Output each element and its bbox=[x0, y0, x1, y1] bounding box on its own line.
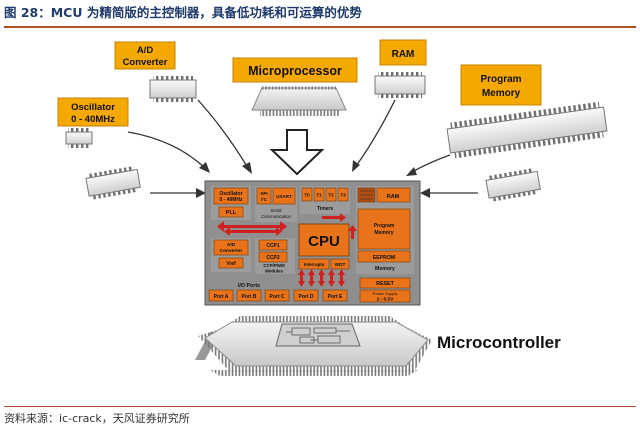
chip-program-memory-line1: Program bbox=[374, 223, 395, 229]
adc-callout-line1: A/D bbox=[137, 45, 154, 56]
chip-ccp1: CCP1 bbox=[266, 243, 280, 249]
chip-port-e: Port E bbox=[328, 294, 343, 300]
chip-cpu: CPU bbox=[308, 233, 340, 250]
chip-port-c: Port C bbox=[270, 294, 285, 300]
chip-serial-line2: Communication bbox=[261, 214, 291, 219]
oscillator-callout: Oscillator 0 - 40MHz bbox=[57, 97, 129, 127]
microprocessor-callout-label: Microprocessor bbox=[248, 64, 342, 78]
chip-pll: PLL bbox=[226, 210, 237, 216]
adc-callout-line2: Converter bbox=[123, 57, 168, 68]
chip-timer-t2: T2 bbox=[328, 193, 334, 198]
chip-ccp2: CCP2 bbox=[266, 255, 280, 261]
chip-memory-label: Memory bbox=[375, 266, 395, 272]
chip-timer-t0: T0 bbox=[304, 193, 310, 198]
chip-spi-line2: I²C bbox=[261, 197, 268, 202]
source-rule bbox=[4, 406, 636, 407]
chip-adc-line1: A/D bbox=[227, 242, 236, 248]
ram-chip-icon bbox=[374, 72, 426, 98]
program-memory-chip-icon bbox=[446, 101, 608, 159]
chip-power-line1: Power Supply bbox=[373, 291, 398, 296]
microcontroller-chip-icon bbox=[195, 316, 432, 376]
chip-timers-label: Timers bbox=[317, 206, 334, 212]
ram-callout: RAM bbox=[379, 39, 427, 66]
chip-ports: Port A Port B Port C Port D Port E bbox=[208, 289, 348, 302]
generic-chip-right-icon bbox=[485, 168, 541, 202]
chip-port-d: Port D bbox=[299, 294, 314, 300]
microcontroller-label: Microcontroller bbox=[437, 333, 561, 352]
chip-port-a: Port A bbox=[214, 294, 229, 300]
arrow-from-oscillator bbox=[127, 131, 206, 169]
chip-vref: Vref bbox=[226, 261, 236, 267]
chip-timer-blocks: T0 T1 T2 T3 bbox=[301, 187, 349, 202]
figure-title: 图 28：MCU 为精简版的主控制器，具备低功耗和可运算的优势 bbox=[4, 5, 362, 20]
down-arrow-icon bbox=[269, 129, 325, 176]
oscillator-chip-icon bbox=[65, 128, 93, 148]
title-rule bbox=[4, 26, 636, 28]
chip-spi-line1: SPI bbox=[260, 191, 267, 196]
input-arrows bbox=[127, 99, 478, 198]
chip-oscillator-line1: Oscillator bbox=[219, 191, 242, 197]
chip-usart: USART bbox=[276, 194, 292, 199]
microprocessor-chip-icon bbox=[251, 86, 347, 116]
oscillator-callout-line1: Oscillator bbox=[71, 102, 115, 113]
arrow-from-adc bbox=[197, 99, 249, 169]
ram-callout-label: RAM bbox=[392, 49, 415, 60]
chip-port-b: Port B bbox=[242, 294, 257, 300]
mcu-block-diagram: Oscillator 0 - 40MHz PLL SPI I²C USART S… bbox=[204, 180, 421, 306]
chip-oscillator-line2: 0 - 40MHz bbox=[219, 197, 243, 203]
adc-callout: A/D Converter bbox=[114, 41, 176, 70]
chip-ccp-line2: Modules bbox=[265, 269, 283, 274]
chip-interrupts: Interrupts bbox=[304, 262, 325, 267]
chip-wdt: WDT bbox=[335, 262, 346, 268]
chip-timer-t3: T3 bbox=[340, 193, 346, 198]
adc-chip-icon bbox=[149, 76, 197, 102]
chip-eeprom: EEPROM bbox=[373, 255, 395, 261]
program-memory-callout: Program Memory bbox=[460, 64, 542, 106]
chip-ram: RAM bbox=[387, 194, 400, 200]
program-memory-callout-line1: Program bbox=[480, 74, 521, 85]
arrow-from-ram bbox=[355, 99, 396, 167]
chip-program-memory-line2: Memory bbox=[374, 230, 393, 236]
arrow-from-program-memory bbox=[411, 154, 451, 173]
chip-ccp-line1: CCP/PWM bbox=[263, 263, 285, 268]
chip-bus-arrows bbox=[217, 213, 357, 287]
oscillator-callout-line2: 0 - 40MHz bbox=[71, 114, 115, 125]
microprocessor-callout: Microprocessor bbox=[232, 57, 358, 83]
generic-chip-left-icon bbox=[85, 166, 141, 200]
chip-reset: RESET bbox=[376, 281, 394, 287]
chip-power-line2: 2 - 5.5V bbox=[377, 297, 395, 303]
figure-source: 资料来源：ic-crack，天风证券研究所 bbox=[4, 412, 190, 425]
chip-timer-t1: T1 bbox=[316, 193, 322, 198]
chip-adc-line2: Converter bbox=[220, 248, 243, 254]
chip-serial-line1: Serial bbox=[271, 208, 282, 213]
program-memory-callout-line2: Memory bbox=[482, 88, 521, 99]
chip-io-label: I/O Ports bbox=[238, 283, 260, 289]
